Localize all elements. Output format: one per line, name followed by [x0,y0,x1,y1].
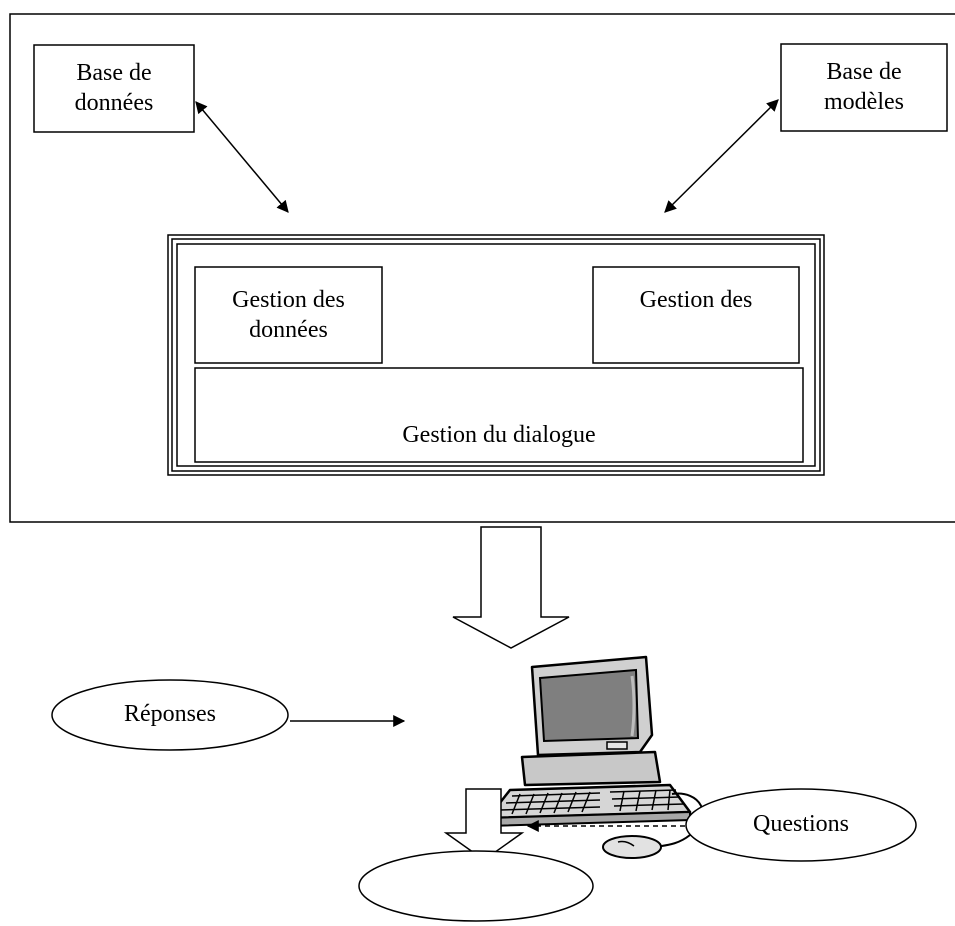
responses-label: Réponses [124,701,216,727]
computer-icon [486,655,704,859]
arrow-database-to-core [195,101,289,213]
down-block-arrow [452,526,570,649]
arrow-models-to-core [664,99,779,213]
model-management-label: Gestion des [639,287,753,313]
model-base-label: Base de modèles [824,59,904,115]
responses-ellipse [51,679,289,751]
data-management-box [194,266,383,364]
model-management-box [592,266,800,364]
small-down-block-arrow [443,788,525,861]
system-frame [9,13,955,523]
dialogue-management-label: Gestion du dialogue [402,422,596,448]
questions-ellipse [685,788,917,862]
data-management-label: Gestion des données [232,287,345,343]
dialogue-management-box [194,367,804,463]
core-frame-middle [171,238,821,472]
questions-label: Questions [753,811,849,837]
core-frame-outer [167,234,825,476]
model-base-box [780,43,948,132]
database-box [33,44,195,133]
database-label: Base de données [74,60,154,116]
core-frame-inner [176,243,816,467]
output-ellipse [358,850,594,922]
